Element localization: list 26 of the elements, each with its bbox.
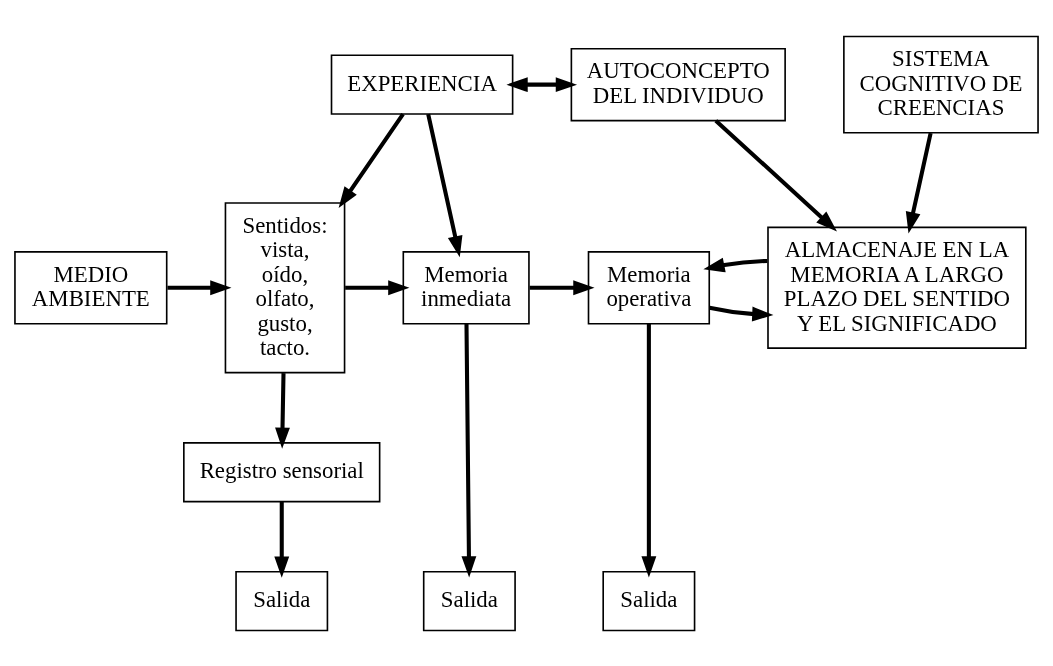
arrow (529, 279, 595, 295)
arrow (338, 112, 405, 208)
arrow (641, 323, 657, 577)
node-box: Salida (235, 570, 329, 631)
node-box: MEDIO AMBIENTE (14, 250, 168, 325)
arrow (703, 257, 768, 272)
node-box: AUTOCONCEPTO DEL INDIVIDUO (570, 47, 786, 121)
arrow (714, 118, 837, 231)
node-box: Sentidos: vista, oído, olfato, gusto, tacto. (224, 201, 346, 373)
node-box: SISTEMA COGNITIVO DE CREENCIAS (843, 35, 1039, 134)
node-box: Registro sensorial (183, 441, 381, 502)
arrow (274, 501, 290, 578)
arrow (461, 323, 477, 577)
arrow (275, 372, 290, 449)
arrow (167, 279, 232, 295)
node-box: EXPERIENCIA (330, 53, 514, 115)
arrow (506, 76, 578, 92)
node-box: ALMACENAJE EN LA MEMORIA A LARGO PLAZO DEL SENTIDO Y EL SIGNIFICADO (767, 226, 1027, 349)
arrow (905, 132, 933, 233)
arrow (345, 279, 410, 295)
node-box: Memoria inmediata (402, 250, 530, 325)
node-box: Salida (422, 570, 516, 631)
arrow (709, 305, 774, 321)
node-box: Salida (602, 570, 696, 631)
node-box: Memoria operativa (587, 250, 711, 325)
arrow (426, 113, 463, 257)
